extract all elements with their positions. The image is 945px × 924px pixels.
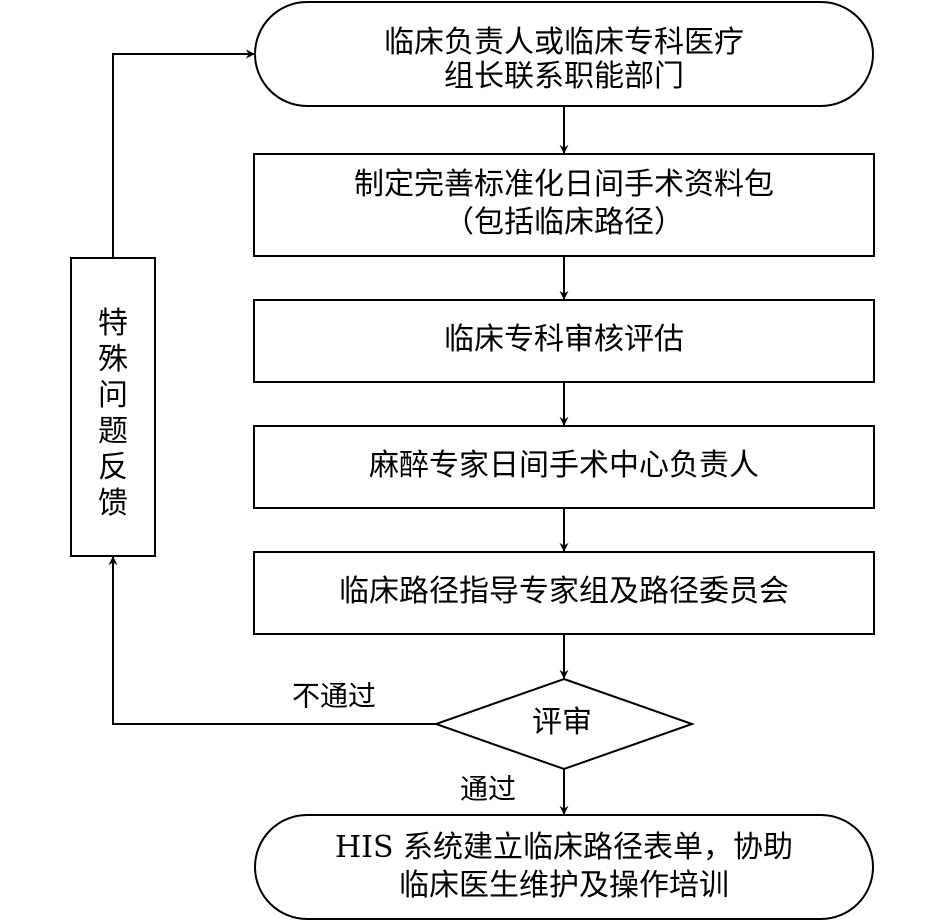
package-step-line2: （包括临床路径） [444, 205, 684, 240]
feedback-char-2: 殊 [98, 342, 128, 377]
anesthesia-step: 麻醉专家日间手术中心负责人 [253, 425, 875, 509]
feedback-char-1: 特 [98, 306, 128, 341]
feedback-node: 特 殊 问 题 反 馈 [70, 257, 156, 557]
pass-edge-label: 通过 [460, 773, 516, 806]
end-node-line2: 临床医生维护及操作培训 [399, 868, 729, 903]
start-node: 临床负责人或临床专科医疗 组长联系职能部门 [254, 1, 874, 107]
feedback-char-3: 问 [98, 378, 128, 413]
review-step-shape [253, 299, 875, 383]
review-step-label: 临床专科审核评估 [444, 322, 684, 357]
end-node: HIS 系统建立临床路径表单，协助 临床医生维护及操作培训 [254, 814, 874, 920]
feedback-char-4: 题 [98, 414, 128, 449]
arrow-decision-to-feedback [108, 556, 436, 725]
arrow-feedback-to-start [112, 49, 255, 258]
review-decision-label: 评审 [532, 705, 592, 740]
review-step: 临床专科审核评估 [253, 299, 875, 383]
anesthesia-step-label: 麻醉专家日间手术中心负责人 [369, 448, 759, 483]
end-node-shape [254, 814, 874, 920]
start-node-line1: 临床负责人或临床专科医疗 [384, 25, 744, 60]
feedback-node-shape [70, 257, 156, 557]
package-step-line1: 制定完善标准化日间手术资料包 [354, 167, 774, 202]
feedback-char-6: 馈 [98, 486, 128, 521]
package-step: 制定完善标准化日间手术资料包 （包括临床路径） [253, 153, 875, 257]
committee-step-label: 临床路径指导专家组及路径委员会 [339, 574, 789, 609]
anesthesia-step-shape [253, 425, 875, 509]
package-step-shape [253, 153, 875, 257]
committee-step: 临床路径指导专家组及路径委员会 [253, 551, 875, 635]
end-node-line1: HIS 系统建立临床路径表单，协助 [335, 830, 793, 865]
fail-edge-label: 不通过 [292, 680, 376, 713]
feedback-char-5: 反 [98, 450, 128, 485]
review-decision: 评审 [432, 677, 696, 771]
start-node-line2: 组长联系职能部门 [444, 59, 684, 94]
